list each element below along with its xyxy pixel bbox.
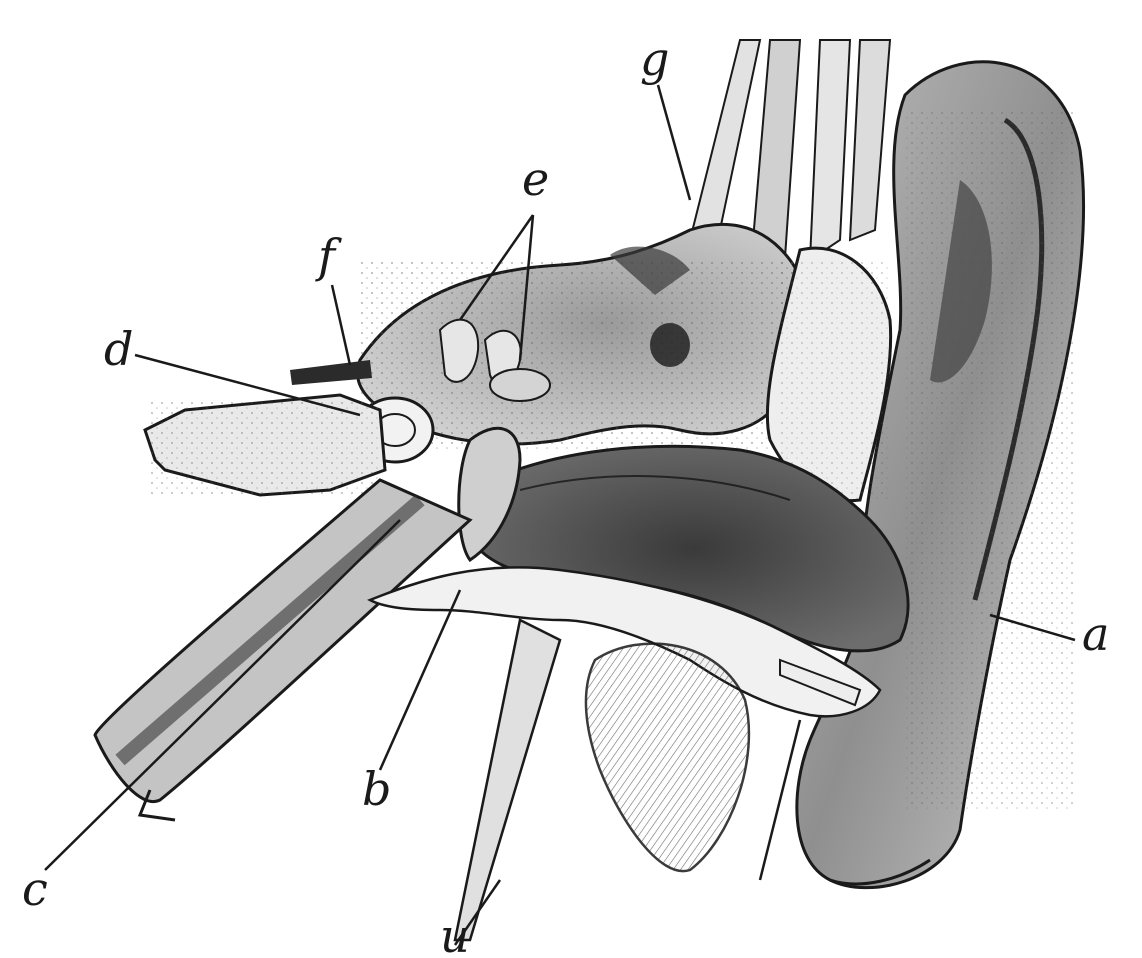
label-c: c	[22, 862, 48, 916]
leader-line-g	[658, 85, 690, 200]
label-b: b	[362, 762, 391, 816]
label-g: g	[640, 32, 669, 86]
label-f: f	[315, 229, 342, 283]
label-a: a	[1082, 607, 1109, 661]
eustachian-tube	[95, 480, 470, 820]
label-d: d	[104, 322, 133, 376]
label-u: u	[440, 909, 470, 958]
petrous-process	[145, 360, 385, 495]
leader-line-c	[45, 520, 400, 870]
label-e: e	[522, 152, 549, 206]
leader-line-f	[332, 285, 350, 365]
leader-line-b	[380, 590, 460, 770]
